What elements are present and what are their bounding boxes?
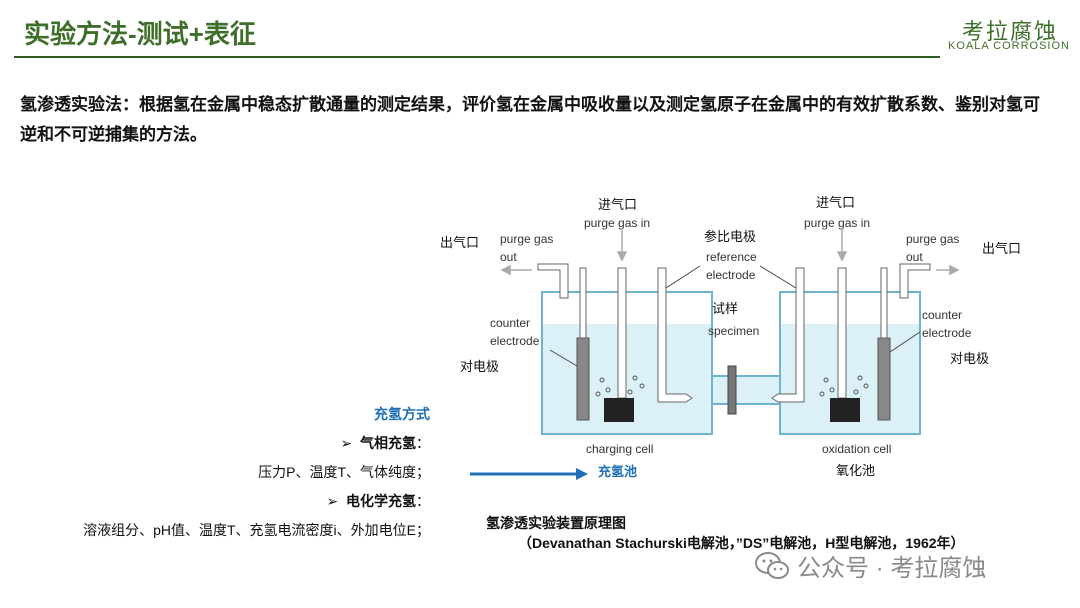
bullet-1: ➢ [340, 435, 353, 451]
grid-left [604, 398, 634, 422]
right-counter-en-2: electrode [922, 326, 972, 340]
outlet-tube-left [537, 263, 569, 299]
figure-caption: 氢渗透实验装置原理图 [486, 515, 626, 531]
title-divider [14, 56, 940, 58]
reference-electrode-en-1: reference [706, 250, 757, 264]
method-2-params: 溶液组分、pH值、温度T、充氢电流密度i、外加电位E； [83, 522, 430, 538]
specimen-cn: 试样 [712, 301, 739, 316]
charging-methods: 充氢方式 ➢ 气相充氢： 压力P、温度T、气体纯度； ➢ 电化学充氢： 溶液组分… [83, 400, 430, 545]
method-2: ➢ 电化学充氢： [326, 493, 430, 509]
left-inlet-cn: 进气口 [598, 197, 638, 212]
oxidation-cell-en: oxidation cell [822, 442, 892, 456]
inlet-tube-left [617, 267, 627, 399]
specimen-bar [727, 365, 737, 415]
left-outlet-en-1: purge gas [500, 232, 554, 246]
counter-electrode-right [877, 337, 891, 421]
leader-lines [549, 265, 921, 367]
ref-tube-right [771, 267, 805, 403]
bubbles-right [819, 375, 869, 397]
method-1-params: 压力P、温度T、气体纯度； [258, 464, 430, 480]
oxidation-cell-cn: 氧化池 [836, 463, 876, 478]
left-counter-cn: 对电极 [460, 359, 500, 374]
watermark: 公众号 · 考拉腐蚀 [755, 548, 986, 583]
right-outlet-en-2: out [906, 250, 923, 264]
outlet-tube-right [899, 263, 931, 299]
right-counter-en-1: counter [922, 308, 963, 322]
right-inlet-cn: 进气口 [816, 195, 856, 210]
cell-drawing [500, 230, 960, 435]
specimen-en: specimen [708, 324, 760, 338]
right-counter-cn: 对电极 [950, 351, 990, 366]
counter-tube-right [880, 267, 888, 339]
left-outlet-cn: 出气口 [440, 235, 480, 250]
bubbles-left [595, 375, 645, 397]
left-inlet-en: purge gas in [584, 216, 651, 230]
logo-english: KOALA CORROSION [948, 40, 1070, 52]
counter-electrode-left [576, 337, 590, 421]
flow-arrows [500, 230, 960, 276]
bridge-tube [711, 375, 781, 405]
left-outlet-en-2: out [500, 250, 517, 264]
figure-subcaption: （Devanathan Stachurski电解池，”DS”电解池，H型电解池，… [518, 535, 965, 551]
watermark-text: 公众号 · 考拉腐蚀 [797, 555, 987, 582]
method-2-label: 电化学充氢 [346, 493, 416, 509]
right-outlet-cn: 出气口 [982, 241, 1022, 256]
charging-cell-en: charging cell [586, 442, 654, 456]
wechat-icon [755, 551, 789, 579]
method-1-label: 气相充氢 [360, 435, 416, 451]
bullet-2: ➢ [326, 493, 339, 509]
intro-text: 氢渗透实验法：根据氢在金属中稳态扩散通量的测定结果，评价氢在金属中吸收量以及测定… [20, 95, 1040, 144]
inlet-tube-right [837, 267, 847, 399]
right-outlet-en-1: purge gas [906, 232, 960, 246]
method-1: ➢ 气相充氢： [340, 435, 430, 451]
counter-tube-left [579, 267, 587, 339]
left-counter-en-2: electrode [490, 334, 540, 348]
right-inlet-en: purge gas in [804, 216, 871, 230]
charging-cell-cn: 充氢池 [598, 464, 638, 479]
grid-right [830, 398, 860, 422]
left-counter-en-1: counter [490, 316, 531, 330]
charging-heading: 充氢方式 [374, 406, 430, 422]
blue-arrow [470, 468, 588, 480]
logo-chinese: 考拉腐蚀 [962, 19, 1059, 44]
reference-electrode-cn: 参比电极 [704, 229, 757, 244]
page-title: 实验方法-测试+表征 [24, 19, 256, 49]
reference-electrode-en-2: electrode [706, 268, 756, 282]
ref-tube-left [657, 267, 693, 403]
